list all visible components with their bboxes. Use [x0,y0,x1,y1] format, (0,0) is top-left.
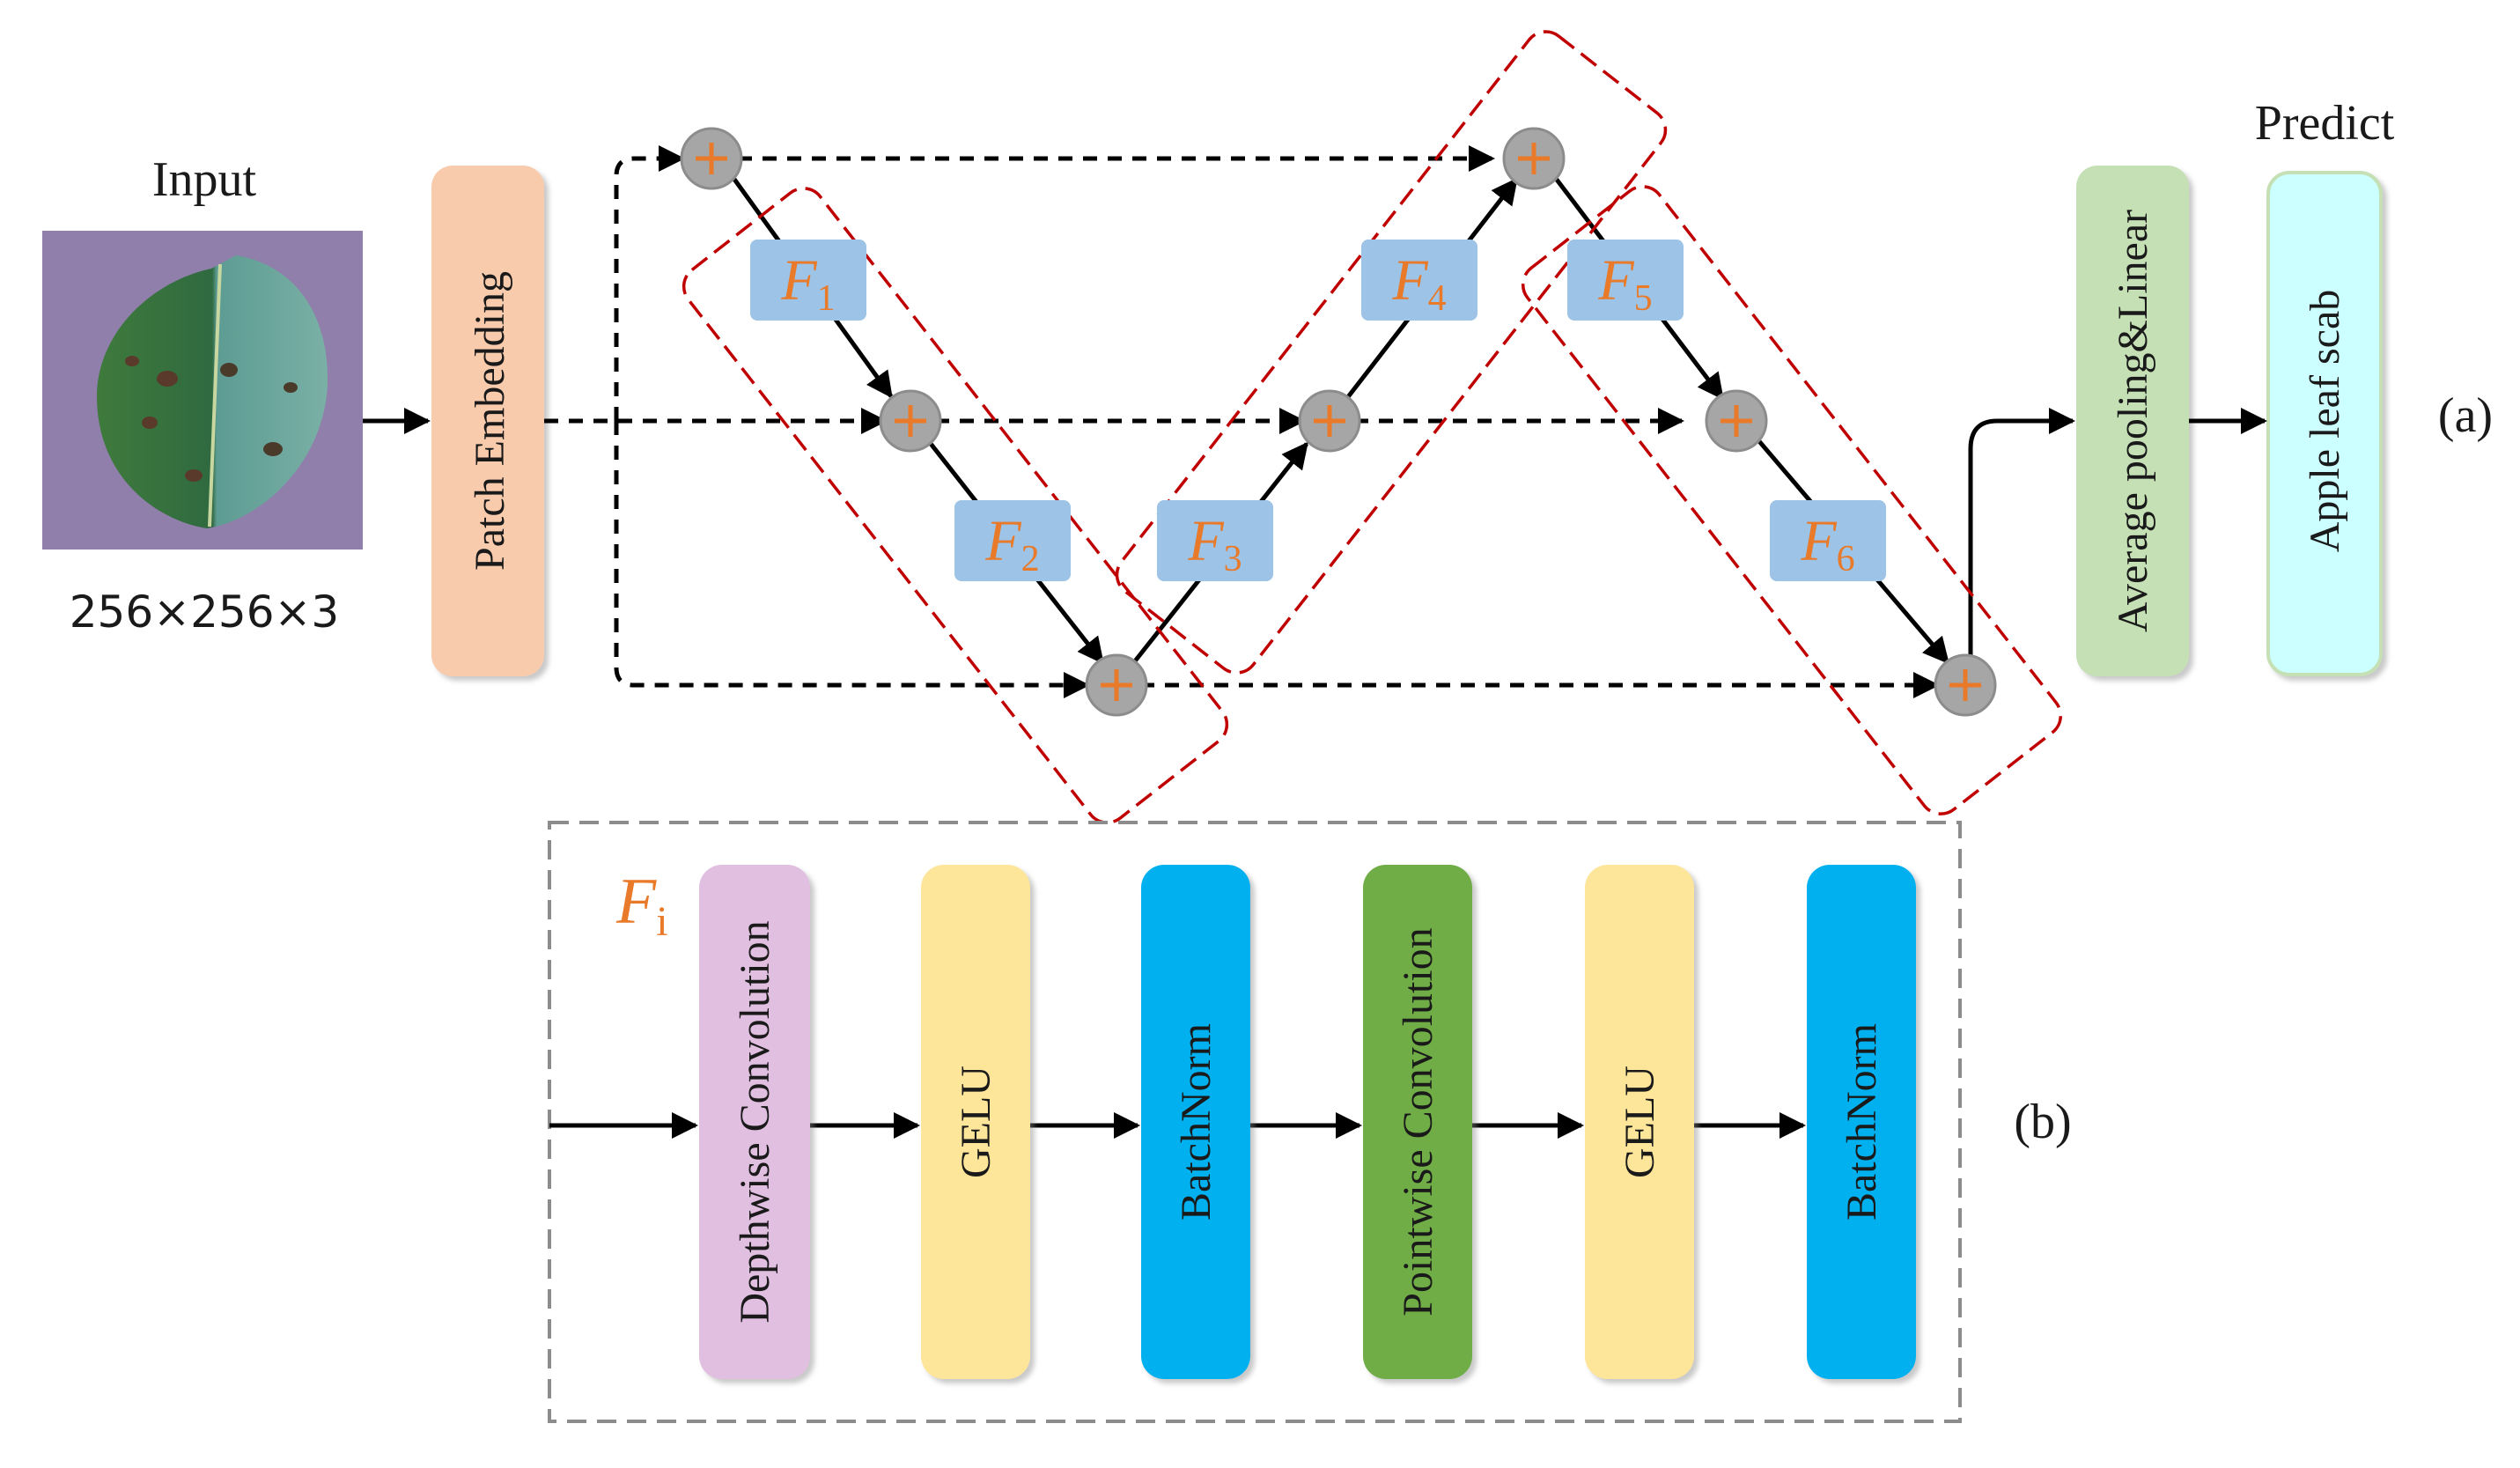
fi-layer-6-label: BatchNorm [1838,1023,1885,1221]
f-block-4-sub: 4 [1428,278,1447,319]
f-block-6-box [1770,500,1886,581]
f-block-1-box [750,240,866,321]
fi-layer-6: BatchNorm [1807,865,1916,1379]
fi-layer-3-box [1141,865,1250,1379]
pool-linear-label: Average pooling&Linear [2110,210,2156,632]
block-group-outlines [682,30,2063,824]
fi-layer-1: Depthwise Convolution [699,865,810,1379]
panel-label-a: (a) [2438,388,2493,443]
fi-layer-1-box [699,865,810,1379]
f-block-1-sub: 1 [817,278,836,319]
fi-layer-4-box [1363,865,1472,1379]
svg-text:F2: F2 [984,509,1039,579]
plus-icon [1314,405,1345,437]
fi-layer-6-box [1807,865,1916,1379]
plus-icon [1101,669,1132,701]
plus-icon [895,405,926,437]
f-block-1: F1 [750,240,866,321]
f-block-4-base: F [1391,248,1428,313]
f-block-1-base: F [780,248,817,313]
plus-icon [1949,669,1981,701]
f-block-4: F4 [1361,240,1477,321]
plus-icon [1721,405,1752,437]
f-block-3-box [1157,500,1273,581]
svg-text:F3: F3 [1187,509,1242,579]
plus-icon [1518,143,1550,174]
fi-layer-2: GELU [921,865,1030,1379]
add-node-5 [1502,127,1566,190]
fi-layer-4-label: Pointwise Convolution [1395,927,1441,1316]
input-dimensions: 256×256×3 [70,586,339,638]
add-node-2 [879,389,942,453]
f-block-5-base: F [1597,248,1634,313]
group-outline-1 [682,187,1229,824]
input-leaf-image [42,231,363,550]
add-node-3 [1085,653,1148,717]
f-block-2: F2 [954,500,1071,581]
fi-layer-5-box [1585,865,1694,1379]
svg-text:F6: F6 [1800,509,1854,579]
f-block-6-sub: 6 [1837,539,1855,579]
fi-layer-3: BatchNorm [1141,865,1250,1379]
fi-sub: i [656,898,667,945]
plus-icon [696,143,727,174]
output-label: Apple leaf scab [2302,290,2348,553]
fi-layer-2-box [921,865,1030,1379]
group-outline-3 [1521,185,2063,815]
add-node-4 [1298,389,1361,453]
f-block-5-sub: 5 [1634,278,1653,319]
fi-base: F [615,866,657,938]
predict-title: Predict [2255,96,2395,151]
f-block-3-base: F [1187,509,1224,573]
fi-panel-title: Fi [615,866,668,945]
fi-layer-5: GELU [1585,865,1694,1379]
f-block-3-sub: 3 [1224,539,1242,579]
patch-embedding-block [431,166,544,676]
fi-layer-2-label: GELU [953,1066,999,1178]
add-node-7 [1934,653,1997,717]
f-block-3: F3 [1157,500,1273,581]
add-node-1 [680,127,743,190]
f-block-2-base: F [984,509,1021,573]
main-connections [363,145,2267,698]
fi-layer-1-label: Depthwise Convolution [732,920,778,1323]
fi-panel-border [548,821,1962,1423]
panel-label-b: (b) [2014,1095,2071,1149]
f-block-6-base: F [1800,509,1837,573]
svg-text:F5: F5 [1597,248,1652,319]
svg-text:F4: F4 [1391,248,1446,319]
f-block-4-box [1361,240,1477,321]
output-block [2266,171,2383,676]
input-title: Input [152,152,257,207]
f-block-5: F5 [1567,240,1684,321]
group-outline-2 [1115,30,1668,675]
f-block-2-sub: 2 [1021,539,1040,579]
f-block-2-box [954,500,1071,581]
pool-linear-block [2076,166,2189,676]
add-node-6 [1705,389,1768,453]
fi-layer-5-label: GELU [1617,1066,1663,1178]
fi-layer-3-label: BatchNorm [1173,1023,1219,1221]
fi-layer-4: Pointwise Convolution [1363,865,1472,1379]
patch-embedding-label: Patch Embedding [467,271,513,571]
f-block-5-box [1567,240,1684,321]
f-block-6: F6 [1770,500,1886,581]
svg-text:F1: F1 [780,248,835,319]
